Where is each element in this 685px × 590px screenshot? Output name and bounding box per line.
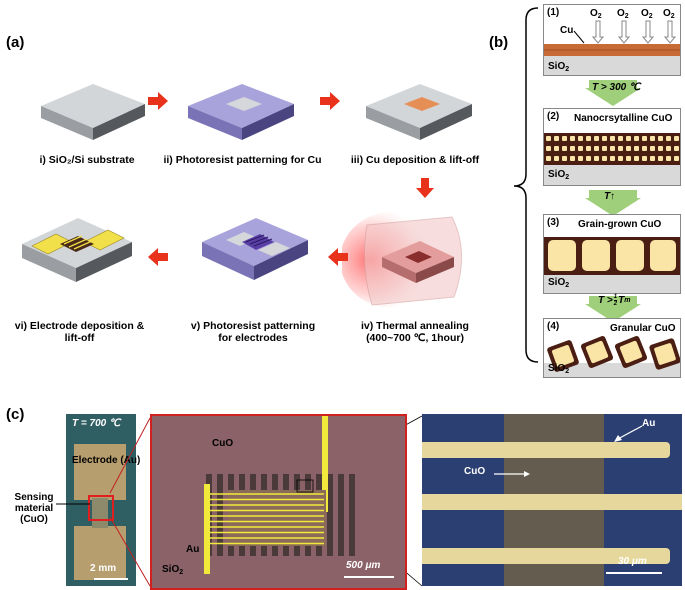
top-electrode-pad	[74, 444, 126, 500]
magnified-image: Au CuO 30 μm	[422, 414, 682, 586]
step-iii-caption: iii) Cu deposition & lift-off	[350, 154, 480, 166]
grain-layer	[544, 237, 680, 293]
o2-label: O2	[590, 8, 602, 20]
sio2-label: SiO2	[548, 61, 570, 73]
sio2-label: SiO2	[548, 363, 570, 375]
arrow-right-icon	[148, 92, 168, 110]
temperature-label: T = 700 ℃	[72, 418, 121, 429]
au-finger	[422, 494, 682, 510]
arrow-2-label: T↑	[604, 191, 616, 202]
sensing-material-label: Sensing material (CuO)	[14, 492, 54, 525]
microscope-image: CuO Au SiO2 500 μm	[150, 414, 407, 590]
arrow-1-label: T > 300 ℃	[592, 82, 641, 93]
panel-a-label: (a)	[6, 34, 25, 51]
arrow-left-icon	[328, 248, 348, 266]
step-i-caption: i) SiO₂/Si substrate	[39, 154, 135, 166]
sio2-label: SiO2	[548, 277, 570, 289]
cuo-label: CuO	[212, 438, 234, 449]
substrate-illustration	[41, 84, 145, 140]
cu-deposition-illustration	[366, 84, 472, 140]
nanocrystalline-step: (2) Nanocrsytalline CuO SiO2	[543, 108, 681, 186]
au-label: Au	[186, 544, 200, 555]
au-finger	[422, 442, 670, 458]
scale-30um: 30 μm	[618, 556, 647, 567]
au-label: Au	[642, 418, 656, 429]
arrow-left-icon	[148, 248, 168, 266]
sio2-label: SiO2	[162, 564, 184, 576]
arrow-icon	[494, 471, 530, 477]
o2-arrows-icon	[544, 20, 680, 75]
sio2-label: SiO2	[548, 169, 570, 181]
device-photo: T = 700 ℃ 2 mm	[66, 414, 136, 586]
photoresist-cu-illustration	[188, 84, 294, 140]
grain-grown-step: (3) Grain-grown CuO SiO2	[543, 214, 681, 294]
sensor-pattern	[204, 416, 355, 574]
electrode-label: Electrode (Au)	[72, 455, 141, 466]
scale-500um: 500 μm	[346, 560, 381, 571]
arrow-icon	[614, 425, 643, 442]
step-v-caption: v) Photoresist patterning for electrodes	[190, 320, 316, 344]
au-finger	[422, 548, 670, 564]
step-ii-caption: ii) Photoresist patterning for Cu	[163, 154, 322, 166]
step-vi-caption: vi) Electrode deposition & lift-off	[14, 320, 145, 344]
scale-2mm: 2 mm	[90, 563, 117, 574]
cu-film-step: (1) Cu O2 O2 O2 O2 SiO2	[543, 4, 681, 76]
arrow-down-icon	[416, 178, 434, 198]
panel-b-label: (b)	[489, 34, 509, 51]
nanocrystal-layer	[544, 133, 680, 185]
bottom-electrode-pad	[74, 526, 126, 580]
green-arrow-icon	[585, 190, 641, 216]
panel-c-label: (c)	[6, 406, 25, 423]
photoresist-electrode-illustration	[202, 218, 308, 280]
granular-layer	[544, 335, 680, 377]
cuo-label: CuO	[464, 466, 486, 477]
step-iv-caption: iv) Thermal annealing (400~700 ℃, 1hour)	[361, 320, 469, 344]
green-arrow-icon	[585, 296, 641, 322]
o2-label: O2	[663, 8, 675, 20]
green-arrow-icon	[585, 80, 641, 106]
arrow-right-icon	[320, 92, 340, 110]
o2-label: O2	[617, 8, 629, 20]
electrode-deposition-illustration	[22, 218, 132, 282]
brace-icon	[513, 7, 539, 363]
o2-label: O2	[641, 8, 653, 20]
thermal-annealing-illustration	[342, 212, 462, 308]
granular-step: (4) Granular CuO SiO2	[543, 318, 681, 378]
